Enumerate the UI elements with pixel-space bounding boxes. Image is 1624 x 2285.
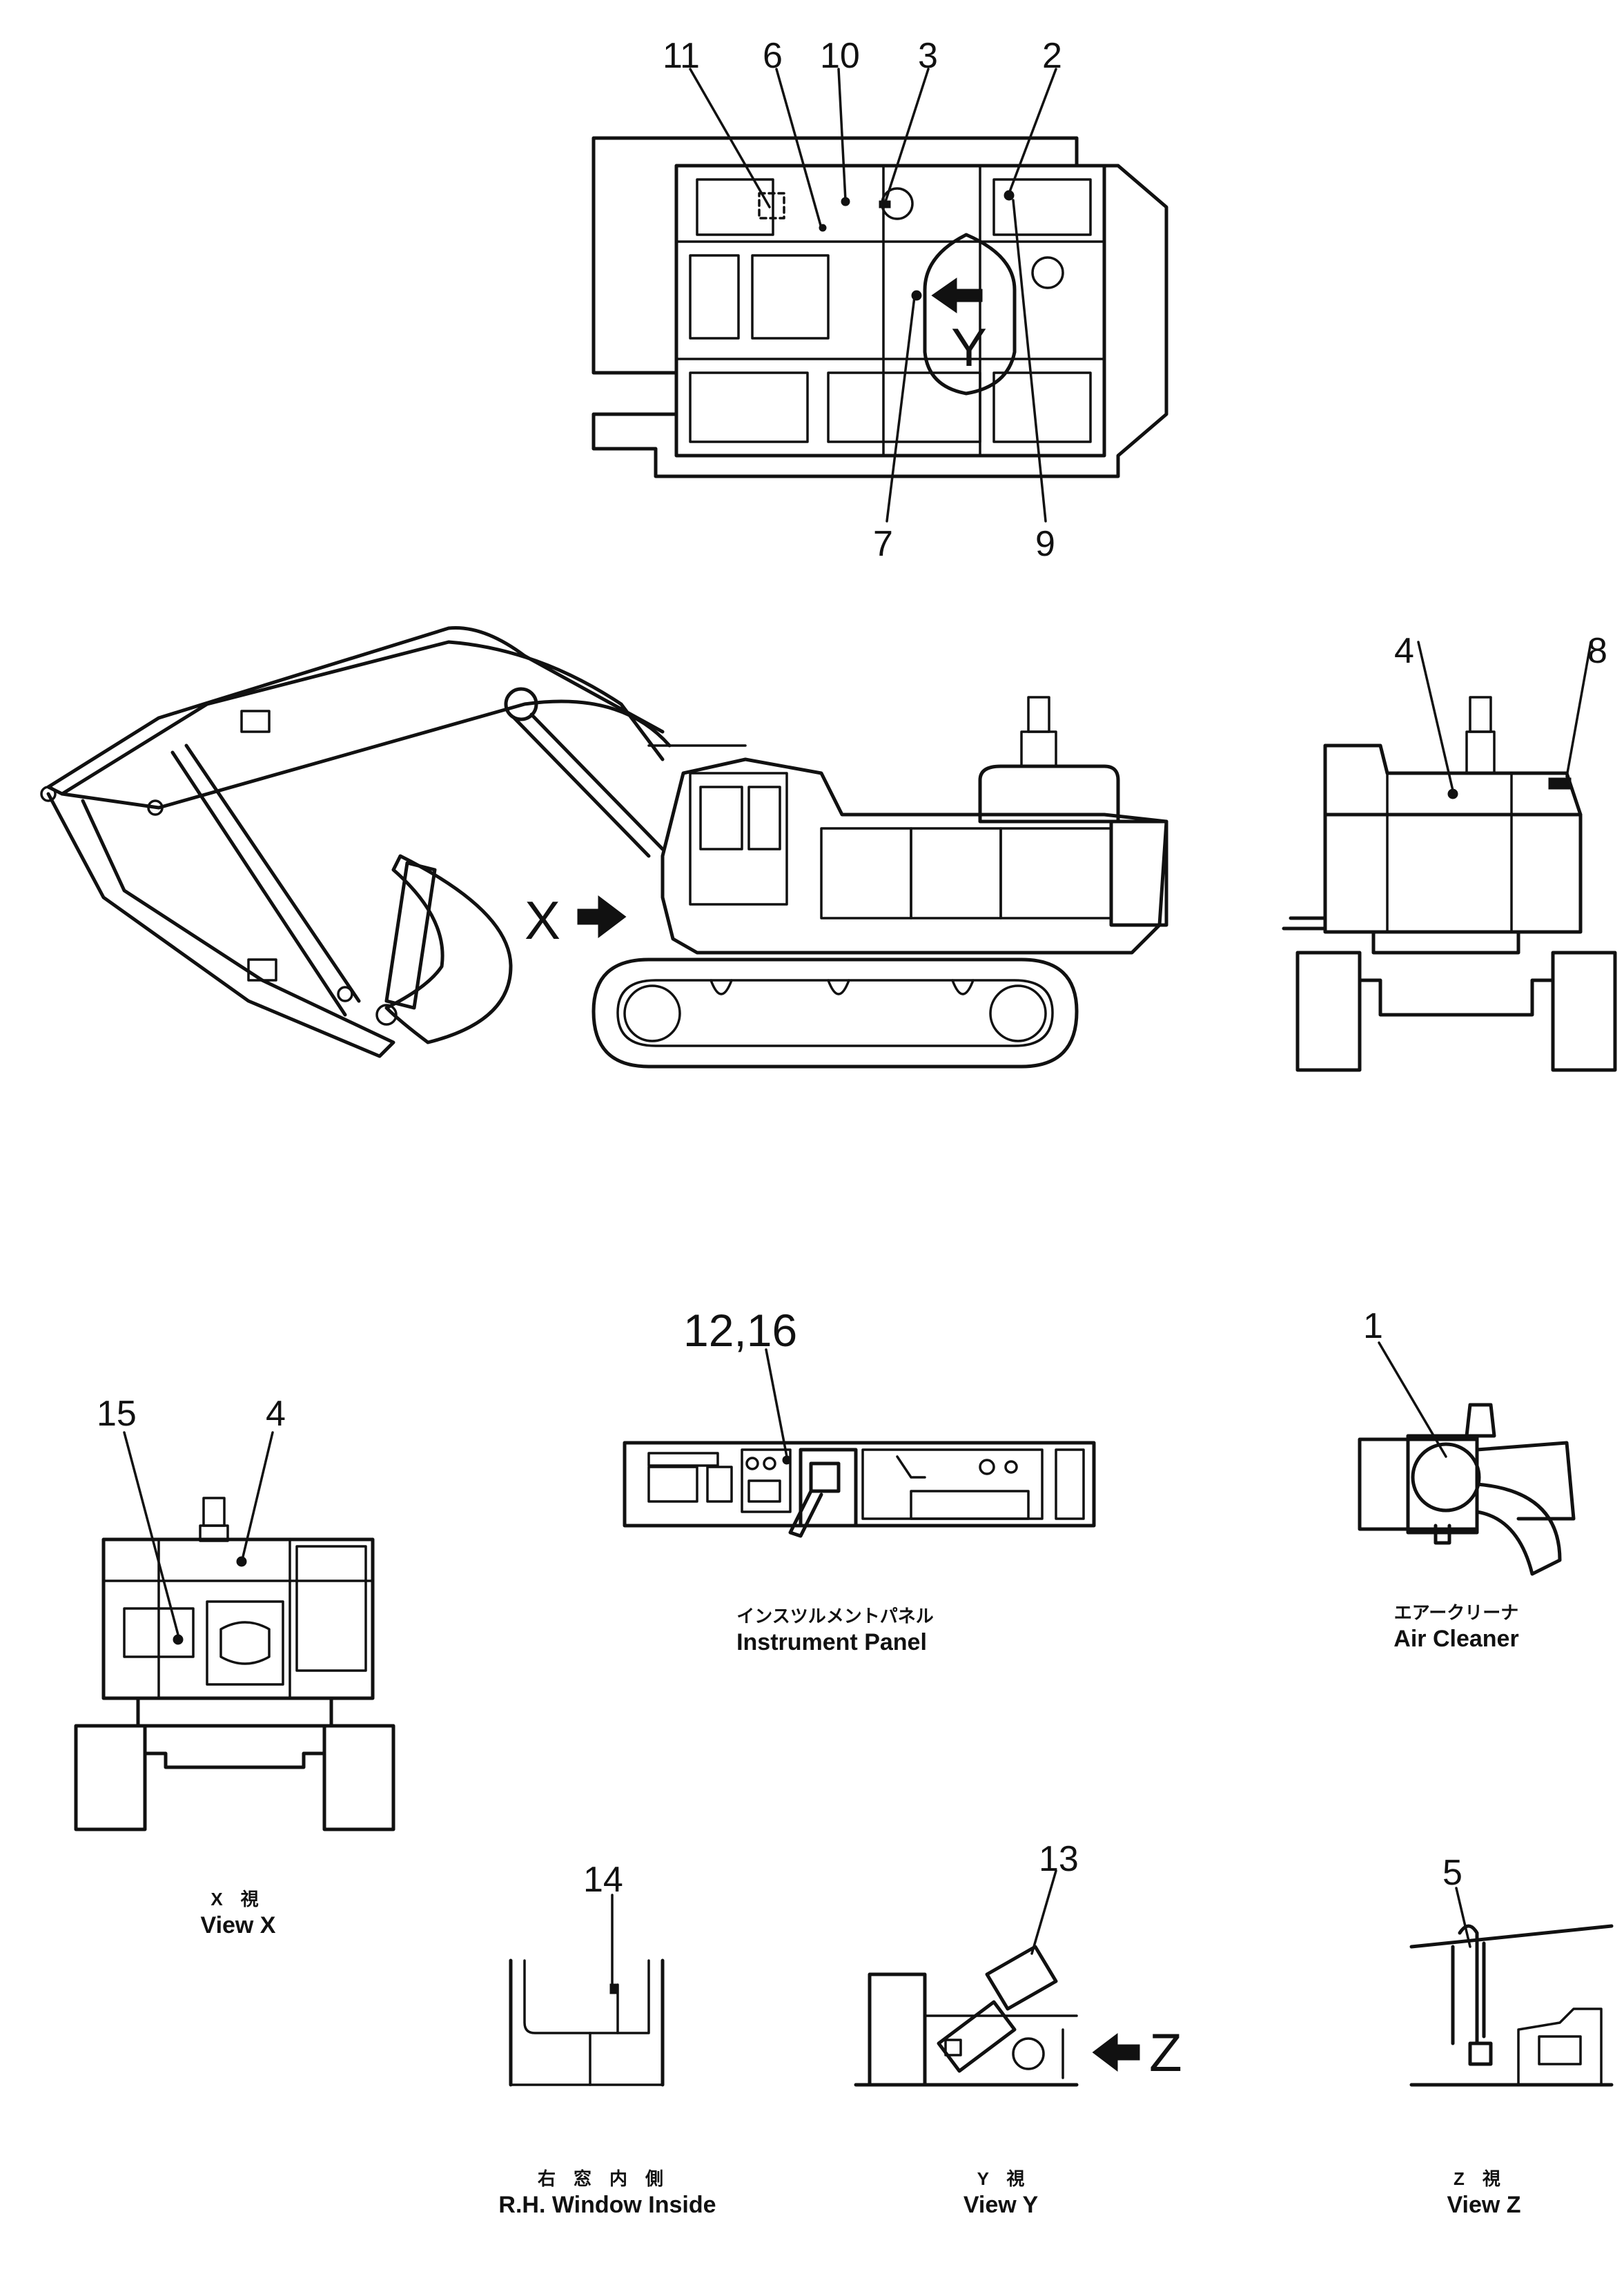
callout-13: 13 xyxy=(1039,1839,1079,1879)
callout-5: 5 xyxy=(1442,1853,1462,1893)
callout-1: 1 xyxy=(1363,1306,1383,1346)
caption-rh-window-jp: 右 窓 内 側 xyxy=(538,2168,663,2189)
view-z: 5 Z 視 View Z xyxy=(1409,1853,1614,2218)
caption-instrument-panel-jp: インスツルメントパネル xyxy=(736,1606,933,1626)
label-y: Y xyxy=(951,317,987,378)
caption-air-cleaner-jp: エアークリーナ xyxy=(1394,1602,1518,1623)
callout-10: 10 xyxy=(820,36,860,76)
air-cleaner: 1 エアークリーナ Air Cleaner xyxy=(1358,1306,1576,1652)
callout-8: 8 xyxy=(1587,631,1607,671)
caption-view-z: View Z xyxy=(1447,2192,1520,2218)
caption-view-x-jp: X 視 xyxy=(211,1889,258,1909)
top-view: Y 11 6 10 3 2 7 9 xyxy=(591,36,1168,564)
caption-air-cleaner: Air Cleaner xyxy=(1393,1626,1518,1652)
callout-6: 6 xyxy=(763,36,783,76)
callout-12-16: 12,16 xyxy=(683,1305,797,1356)
callout-4-rear: 4 xyxy=(1394,631,1414,671)
rh-window-inside: 14 右 窓 内 側 R.H. Window Inside xyxy=(498,1860,716,2218)
instrument-panel: 12,16 インスツルメントパネル Instrument Panel xyxy=(623,1305,1096,1655)
caption-view-y: View Y xyxy=(963,2192,1039,2218)
side-view: X xyxy=(40,626,1168,1069)
view-y: 13 Z Y 視 View Y xyxy=(854,1839,1182,2218)
view-x: 15 4 X 視 View X xyxy=(74,1394,395,1938)
callout-11: 11 xyxy=(663,36,700,76)
callout-7: 7 xyxy=(873,524,893,564)
caption-instrument-panel: Instrument Panel xyxy=(736,1629,927,1655)
caption-view-x: View X xyxy=(201,1912,276,1938)
caption-rh-window: R.H. Window Inside xyxy=(498,2192,716,2218)
label-z: Z xyxy=(1149,2022,1182,2083)
caption-view-z-jp: Z 視 xyxy=(1454,2168,1500,2189)
callout-3: 3 xyxy=(918,36,938,76)
callout-2: 2 xyxy=(1042,36,1062,76)
callout-15: 15 xyxy=(97,1394,137,1434)
callout-4-viewx: 4 xyxy=(266,1394,286,1434)
rear-view: 4 8 xyxy=(1282,631,1617,1072)
caption-view-y-jp: Y 視 xyxy=(977,2168,1025,2189)
callout-9: 9 xyxy=(1035,524,1055,564)
callout-14: 14 xyxy=(583,1860,623,1900)
label-x: X xyxy=(525,890,560,951)
